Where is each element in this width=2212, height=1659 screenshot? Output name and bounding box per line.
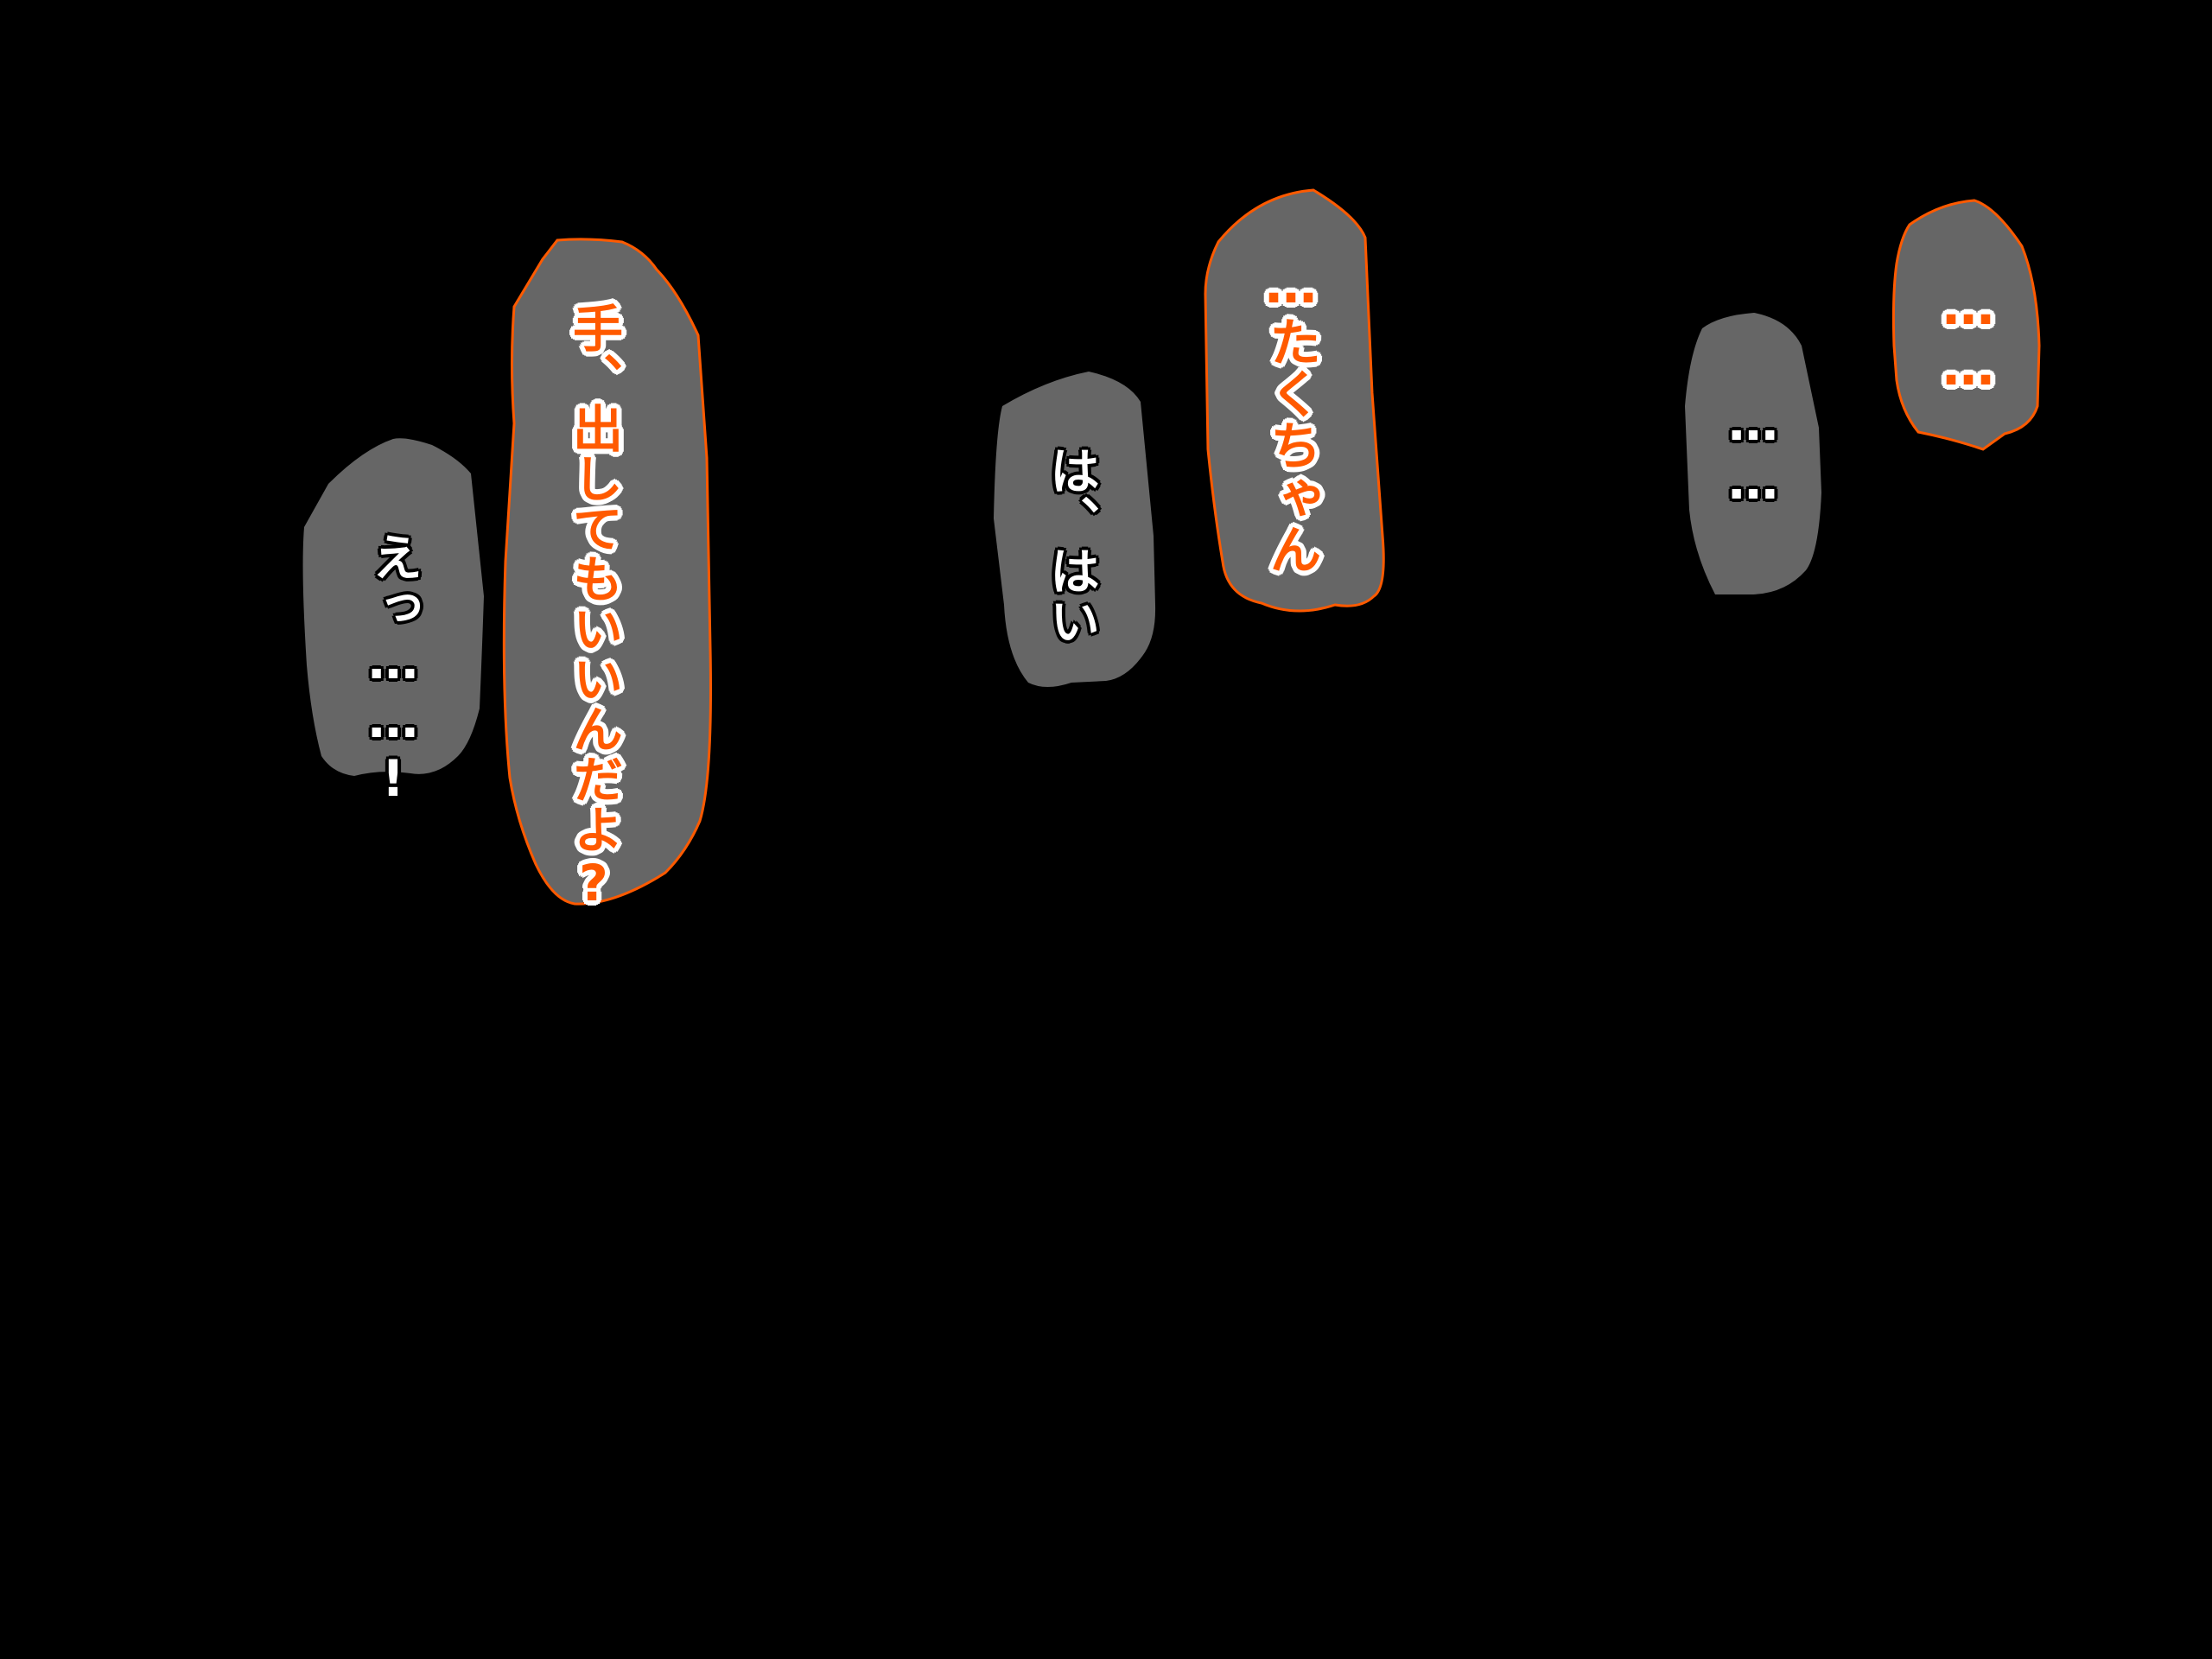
speech-bubble-4 bbox=[1204, 188, 1385, 613]
dialogue-text-1: えっ……! bbox=[364, 531, 423, 808]
speech-bubble-1 bbox=[302, 438, 484, 776]
dialogue-text-6: …… bbox=[1938, 276, 1999, 397]
speech-bubble-3 bbox=[994, 372, 1156, 687]
speech-bubble-2 bbox=[502, 238, 712, 906]
dialogue-text-2: 手、出してもいいんだよ? bbox=[564, 302, 623, 912]
dialogue-text-4: …たくちゃん bbox=[1261, 255, 1321, 575]
speech-bubble-6 bbox=[1891, 199, 2041, 451]
dialogue-text-5: …… bbox=[1724, 393, 1783, 511]
speech-bubble-5 bbox=[1685, 313, 1821, 594]
dialogue-text-3: は、はい bbox=[1041, 445, 1100, 645]
